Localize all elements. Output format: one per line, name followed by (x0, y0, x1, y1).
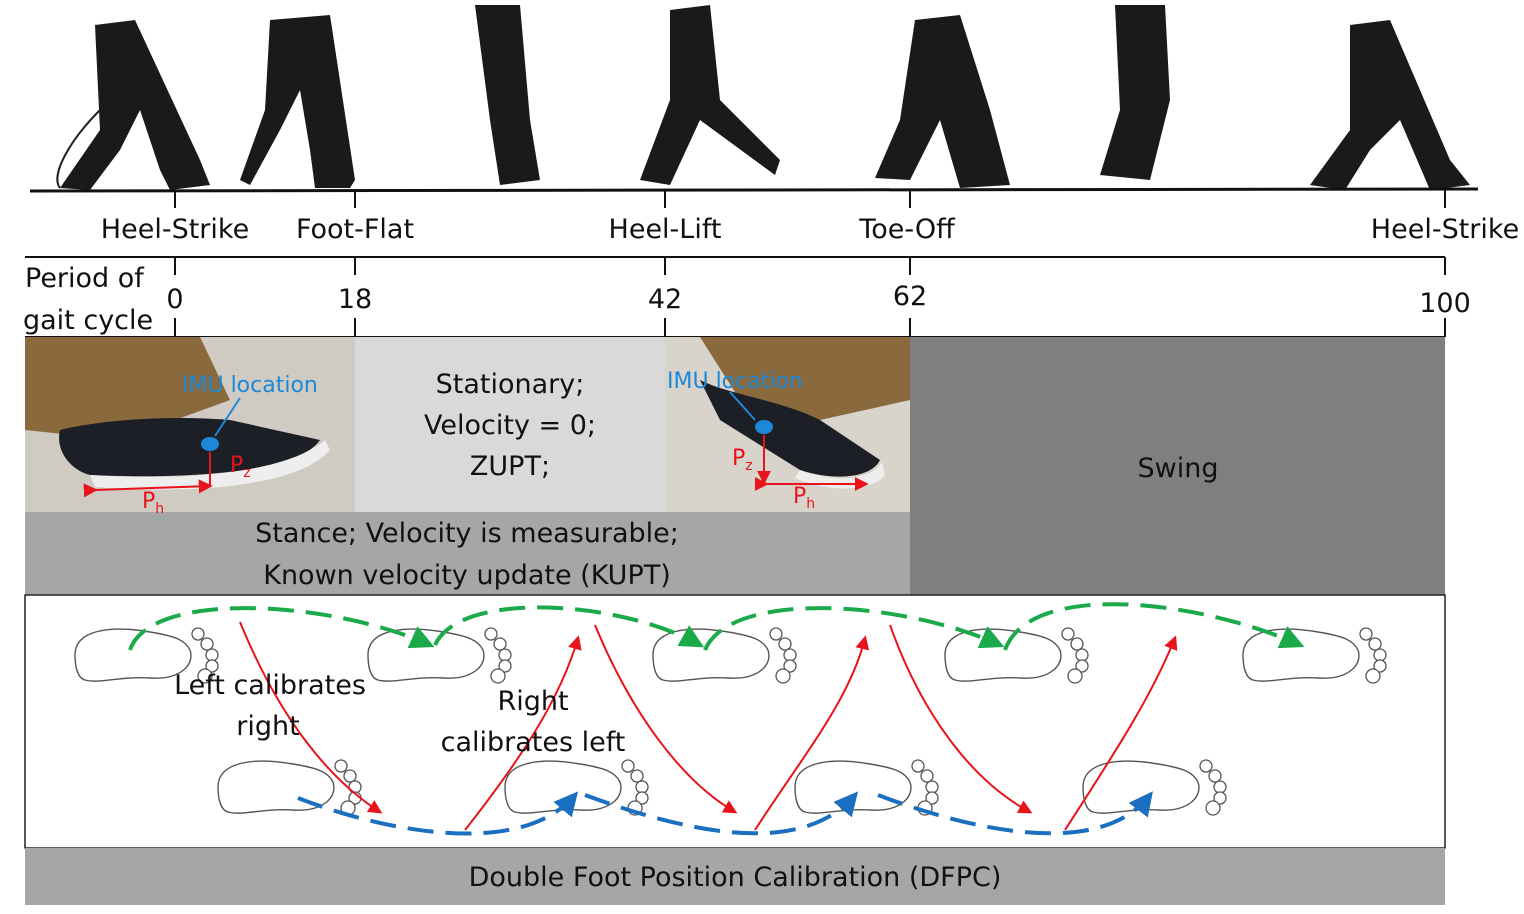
dfpc-label: Double Foot Position Calibration (DFPC) (469, 862, 1002, 893)
ph-label: Ph (142, 489, 164, 517)
stance-text: Stance; Velocity is measurable; (255, 518, 679, 549)
stance-text: Known velocity update (KUPT) (263, 560, 671, 591)
walking-silhouettes (56, 5, 1470, 190)
phase-value: 0 (166, 284, 183, 315)
phase-value: 100 (1419, 288, 1471, 319)
ph-label: Ph (793, 484, 815, 512)
imu-label: IMU location (182, 373, 318, 398)
ph-arrow (83, 479, 213, 498)
imu-pointer (214, 397, 241, 437)
dfpc-bar (25, 848, 1445, 905)
calibration-arrows (239, 621, 1178, 831)
right-foot-trajectory (297, 791, 1153, 836)
phase-ticks (25, 190, 1446, 338)
left-calibrates-text: right (236, 711, 299, 742)
phase-label: Heel-Strike (101, 214, 249, 245)
stationary-text: Stationary; (436, 369, 585, 400)
pz-label: Pz (732, 446, 753, 474)
right-calibrates-text: Right (497, 686, 568, 717)
swing-block (910, 337, 1445, 595)
imu-label: IMU location (667, 369, 803, 394)
phase-value: 42 (648, 284, 682, 315)
pz-label: Pz (230, 453, 251, 481)
right-calibrates-text: calibrates left (441, 727, 626, 758)
left-calibrates-text: Left calibrates (174, 670, 366, 701)
phase-label: Heel-Lift (609, 214, 722, 245)
stationary-block (355, 337, 665, 512)
left-foot-trajectory (128, 602, 1305, 651)
ground-line (29, 187, 1479, 193)
heel-lift-photo (665, 337, 910, 512)
phase-label: Toe-Off (858, 214, 956, 245)
stationary-text: ZUPT; (470, 451, 550, 482)
phase-label: Heel-Strike (1371, 214, 1519, 245)
phase-value: 18 (338, 284, 372, 315)
phase-value: 62 (893, 281, 927, 312)
axis-label: gait cycle (23, 305, 153, 336)
imu-pointer (729, 391, 756, 421)
stance-block (25, 512, 910, 595)
imu-dot (755, 420, 773, 434)
imu-dot (201, 437, 219, 451)
stationary-text: Velocity = 0; (424, 410, 596, 441)
heel-strike-photo (25, 337, 355, 512)
phase-label: Foot-Flat (296, 214, 414, 245)
swing-label: Swing (1138, 453, 1219, 484)
axis-label: Period of (25, 263, 145, 294)
